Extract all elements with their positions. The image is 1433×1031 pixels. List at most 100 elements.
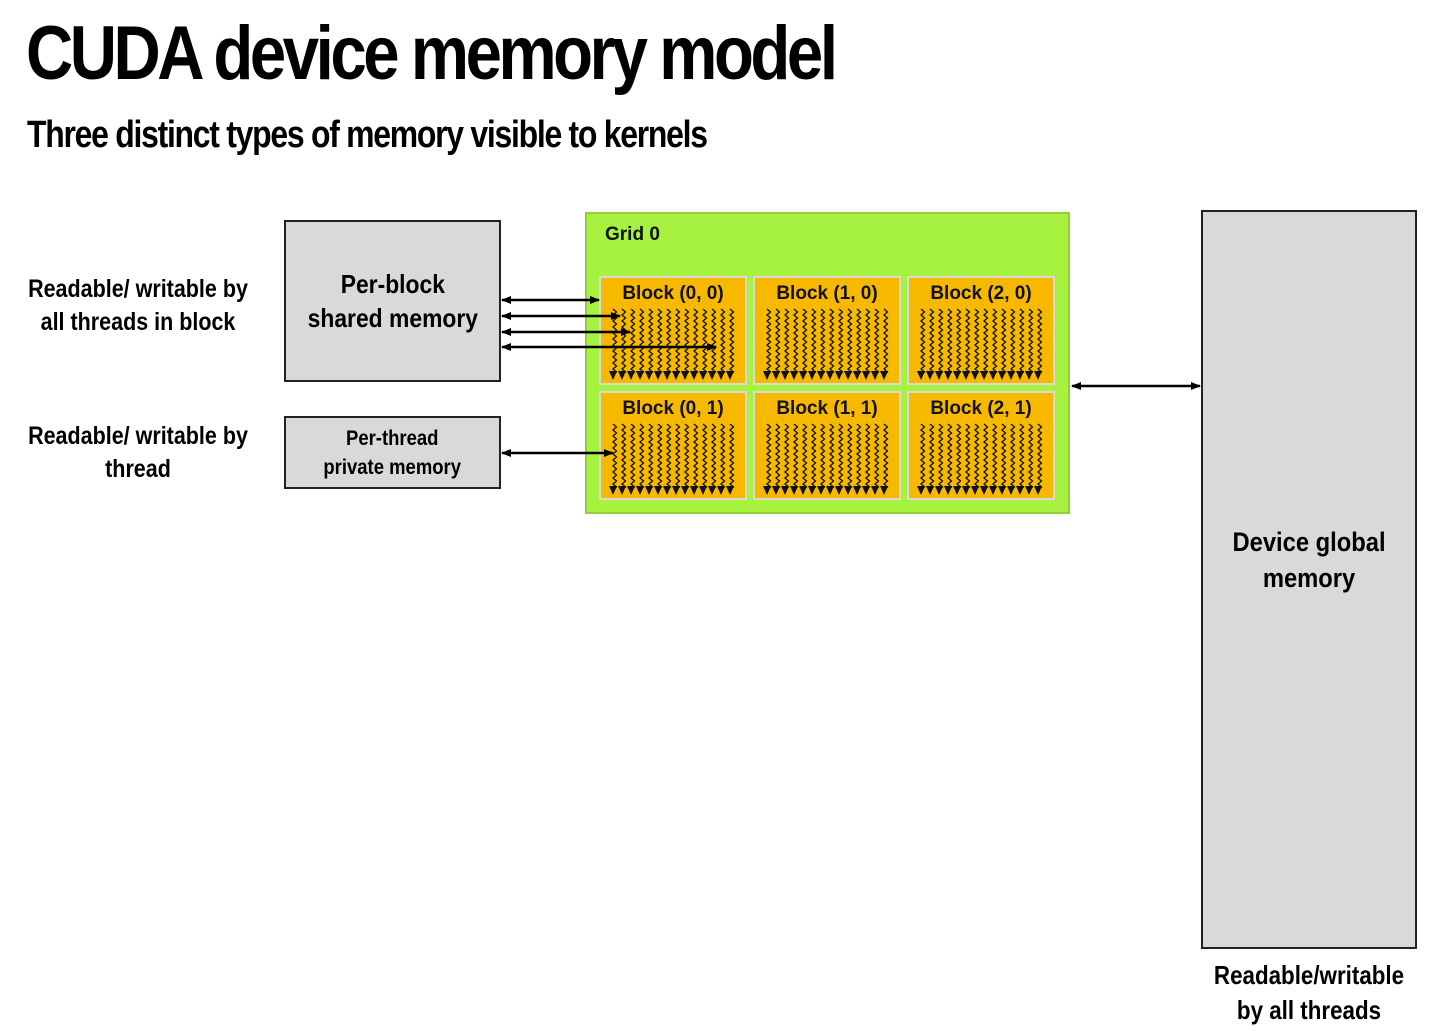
private-memory-label-line2: private memory (323, 455, 462, 479)
block-2-1: Block (2, 1) (907, 391, 1055, 500)
thread-squiggle (865, 308, 871, 376)
thread-arrowhead (917, 371, 925, 380)
thread-arrowhead (645, 486, 653, 495)
thread-arrowhead (844, 371, 852, 380)
thread-squiggle (702, 423, 708, 491)
thread-arrowhead (835, 371, 843, 380)
block-label: Block (2, 0) (930, 283, 1032, 304)
thread-arrowhead (726, 371, 734, 380)
private-memory-label: Per-thread private memory (324, 424, 462, 482)
thread-squiggle (648, 308, 654, 376)
thread-arrowhead (717, 371, 725, 380)
thread-arrowhead (618, 371, 626, 380)
thread-squiggles (609, 307, 739, 383)
thread-squiggle (811, 423, 817, 491)
thread-squiggle (956, 423, 962, 491)
thread-arrowhead (871, 486, 879, 495)
thread-squiggle (974, 308, 980, 376)
thread-squiggle (992, 423, 998, 491)
thread-squiggle (1001, 308, 1007, 376)
thread-squiggle (702, 308, 708, 376)
thread-arrowhead (717, 486, 725, 495)
thread-arrowhead (681, 371, 689, 380)
thread-arrowhead (772, 371, 780, 380)
thread-squiggle (612, 308, 618, 376)
global-scope-label: Readable/writable by all threads (1197, 958, 1421, 1028)
thread-squiggle (947, 308, 953, 376)
thread-arrowhead (862, 371, 870, 380)
thread-arrowhead (808, 371, 816, 380)
thread-arrowhead (790, 486, 798, 495)
block-2-0: Block (2, 0) (907, 276, 1055, 385)
thread-arrowhead (672, 371, 680, 380)
thread-squiggle (684, 308, 690, 376)
thread-squiggle (983, 423, 989, 491)
global-scope-label-line1: Readable/writable (1213, 960, 1405, 990)
thread-squiggle (693, 423, 699, 491)
thread-arrowhead (880, 486, 888, 495)
thread-squiggle (802, 423, 808, 491)
thread-arrowhead (971, 486, 979, 495)
thread-squiggle (729, 308, 735, 376)
thread-squiggle (883, 308, 889, 376)
thread-squiggle (639, 423, 645, 491)
thread-squiggle (784, 308, 790, 376)
thread-squiggle (920, 308, 926, 376)
thread-squiggle (675, 308, 681, 376)
thread-squiggle (838, 308, 844, 376)
thread-squiggle (1001, 423, 1007, 491)
thread-squiggle (675, 423, 681, 491)
thread-squiggle (666, 308, 672, 376)
thread-squiggle (784, 423, 790, 491)
block-scope-label: Readable/ writable by all threads in blo… (26, 273, 250, 339)
block-label: Block (1, 1) (776, 398, 878, 419)
block-scope-label-line1: Readable/ writable by (28, 275, 248, 303)
thread-arrowhead (917, 486, 925, 495)
thread-arrowhead (726, 486, 734, 495)
thread-arrowhead (781, 371, 789, 380)
thread-arrowhead (817, 486, 825, 495)
thread-squiggle (992, 308, 998, 376)
thread-arrowhead (871, 371, 879, 380)
thread-arrowhead (636, 486, 644, 495)
thread-arrowhead (699, 486, 707, 495)
thread-arrowhead (799, 371, 807, 380)
thread-squiggles-graphic (763, 308, 889, 380)
thread-squiggle (883, 423, 889, 491)
thread-squiggle (657, 423, 663, 491)
global-memory-box: Device global memory (1201, 210, 1417, 949)
thread-squiggle (1028, 308, 1034, 376)
thread-arrowhead (672, 486, 680, 495)
thread-squiggle (820, 308, 826, 376)
thread-squiggles-graphic (763, 423, 889, 495)
slide-title: CUDA device memory model (26, 11, 838, 96)
global-memory-label-line1: Device global (1232, 526, 1386, 557)
thread-arrowhead (926, 371, 934, 380)
global-memory-label: Device global memory (1232, 524, 1385, 596)
block-0-0: Block (0, 0) (599, 276, 747, 385)
thread-arrowhead (844, 486, 852, 495)
thread-squiggles (917, 307, 1047, 383)
block-1-0: Block (1, 0) (753, 276, 901, 385)
thread-squiggle (874, 308, 880, 376)
thread-squiggle (947, 423, 953, 491)
thread-arrowhead (953, 371, 961, 380)
thread-squiggle (621, 423, 627, 491)
thread-squiggle (1028, 423, 1034, 491)
thread-squiggle (1019, 423, 1025, 491)
thread-squiggle (965, 423, 971, 491)
thread-arrowhead (681, 486, 689, 495)
thread-arrowhead (926, 486, 934, 495)
block-1-1: Block (1, 1) (753, 391, 901, 500)
thread-arrowhead (1016, 486, 1024, 495)
thread-squiggle (1019, 308, 1025, 376)
thread-squiggle (865, 423, 871, 491)
shared-memory-box: Per-block shared memory (284, 220, 501, 382)
thread-squiggle (657, 308, 663, 376)
thread-squiggle (938, 423, 944, 491)
thread-arrowhead (799, 486, 807, 495)
thread-scope-label-line1: Readable/ writable by (28, 422, 248, 450)
thread-arrowhead (645, 371, 653, 380)
thread-squiggle (766, 423, 772, 491)
thread-squiggle (639, 308, 645, 376)
